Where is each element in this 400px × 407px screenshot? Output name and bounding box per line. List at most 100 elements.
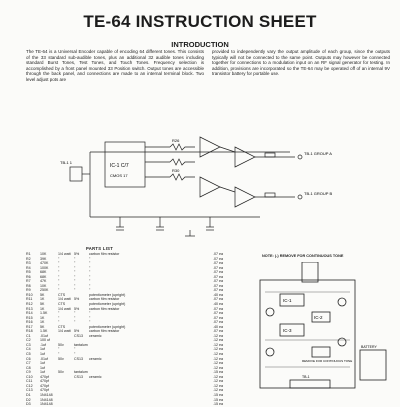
- parts-rating-cell: ": [58, 347, 60, 352]
- parts-price-cell: .15 ea: [213, 392, 223, 397]
- parts-tol-cell: ": [74, 320, 76, 325]
- parts-val-cell: 1uf: [40, 365, 45, 370]
- parts-type-cell: potentiometer (upright): [89, 302, 126, 307]
- parts-ref-cell: R3: [26, 261, 31, 266]
- parts-price-cell: .12 ea: [213, 379, 223, 384]
- parts-ref-cell: C4: [26, 347, 31, 352]
- parts-ref-cell: C7: [26, 361, 31, 366]
- parts-price-cell: .07 ea: [213, 265, 223, 270]
- parts-val-cell: 470K: [40, 261, 49, 266]
- parts-price-cell: .12 ea: [213, 352, 223, 357]
- parts-tol-cell: 5%: [74, 252, 80, 256]
- parts-price-cell: .07 ea: [213, 311, 223, 316]
- terminal-block-label: TB-1: [302, 375, 310, 379]
- tb-in-label: TB-1 1: [60, 160, 73, 165]
- parts-rating-cell: 1/4 watt: [58, 306, 71, 311]
- parts-ref-cell: R17: [26, 324, 33, 329]
- parts-val-cell: 470pf: [40, 374, 49, 379]
- parts-tol-cell: tantalum: [74, 370, 88, 375]
- parts-val-cell: 10K: [40, 283, 47, 288]
- r26-label: R26: [172, 138, 180, 143]
- parts-type-cell: ": [89, 256, 91, 261]
- parts-ref-cell: R12: [26, 302, 33, 307]
- parts-val-cell: 1.5K: [40, 329, 48, 334]
- parts-tol-cell: 5%: [74, 329, 80, 334]
- parts-type-cell: potentiometer (upright): [89, 292, 126, 297]
- parts-tol-cell: ": [74, 270, 76, 275]
- parts-ref-cell: R10: [26, 292, 33, 297]
- parts-rating-cell: CTS: [58, 292, 66, 297]
- parts-type-cell: ceramic: [89, 356, 102, 361]
- parts-type-cell: ": [89, 274, 91, 279]
- parts-price-cell: .40 ea: [213, 292, 223, 297]
- parts-rating-cell: 50v: [58, 356, 64, 361]
- remove-jumper-label: REMOVE FOR CONTINUOUS TONE: [302, 359, 352, 363]
- parts-tol-cell: ": [74, 265, 76, 270]
- parts-val-cell: 5K: [40, 324, 45, 329]
- parts-val-cell: 1N4148: [40, 402, 53, 407]
- parts-ref-cell: R9: [26, 288, 31, 293]
- parts-price-cell: .12 ea: [213, 383, 223, 388]
- board-layout-diagram: IC-1 IC-2 IC-3 REMOVE FOR CONTINUOUS TON…: [259, 262, 387, 389]
- parts-val-cell: 470pf: [40, 388, 49, 393]
- parts-tol-cell: ": [74, 352, 76, 357]
- ic3-label: IC-3: [283, 328, 292, 333]
- parts-ref-cell: D1: [26, 392, 31, 397]
- parts-list-title: PARTS LIST: [86, 246, 114, 251]
- parts-val-cell: 470pf: [40, 379, 49, 384]
- schematic-diagram: IC-1 C/7 CMOS 17 TB-1 1 TB-1 GROUP A TB-…: [60, 136, 332, 237]
- parts-type-cell: ": [89, 315, 91, 320]
- parts-rating-cell: 50v: [58, 342, 64, 347]
- parts-type-cell: ": [89, 288, 91, 293]
- r30-label: R30: [172, 168, 180, 173]
- parts-ref-cell: R14: [26, 311, 33, 316]
- parts-val-cell: 1K: [40, 306, 45, 311]
- parts-price-cell: .12 ea: [213, 356, 223, 361]
- parts-tol-cell: 5%: [74, 306, 80, 311]
- parts-type-cell: ": [89, 261, 91, 266]
- parts-val-cell: 5K: [40, 292, 45, 297]
- battery-label: BATTERY: [361, 345, 377, 349]
- intro-paragraph-right: provided to independently vary the outpu…: [212, 49, 390, 77]
- parts-val-cell: 1K: [40, 315, 45, 320]
- parts-price-cell: .07 ea: [213, 329, 223, 334]
- parts-price-cell: .07 ea: [213, 283, 223, 288]
- schematic-note: NOTE: (-) REMOVE FOR CONTINUOUS TONE: [262, 254, 344, 258]
- parts-val-cell: 68K: [40, 270, 47, 275]
- parts-list-row: R10 5K CTS potentiometer (upright) .40 ea: [26, 293, 234, 298]
- parts-price-cell: .12 ea: [213, 365, 223, 370]
- parts-val-cell: 1uf: [40, 361, 45, 366]
- parts-type-cell: ": [89, 279, 91, 284]
- parts-rating-cell: ": [58, 320, 60, 325]
- parts-price-cell: .07 ea: [213, 315, 223, 320]
- parts-type-cell: carbon film resistor: [89, 297, 120, 302]
- parts-price-cell: .07 ea: [213, 320, 223, 325]
- parts-rating-cell: ": [58, 265, 60, 270]
- parts-ref-cell: C6: [26, 356, 31, 361]
- intro-paragraph-left: The TE-64 is a Universal Encoder capable…: [26, 49, 204, 82]
- parts-tol-cell: 5%: [74, 297, 80, 302]
- parts-type-cell: potentiometer (upright): [89, 324, 126, 329]
- parts-ref-cell: R18: [26, 329, 33, 334]
- parts-price-cell: .12 ea: [213, 347, 223, 352]
- parts-ref-cell: C11: [26, 379, 33, 384]
- parts-rating-cell: CTS: [58, 302, 66, 307]
- section-heading: INTRODUCTION: [171, 40, 229, 49]
- parts-ref-cell: C1: [26, 333, 31, 338]
- parts-ref-cell: C12: [26, 383, 33, 388]
- parts-ref-cell: C5: [26, 352, 31, 357]
- parts-val-cell: .01uf: [40, 333, 48, 338]
- parts-ref-cell: R4: [26, 265, 31, 270]
- parts-val-cell: 1N4148: [40, 392, 53, 397]
